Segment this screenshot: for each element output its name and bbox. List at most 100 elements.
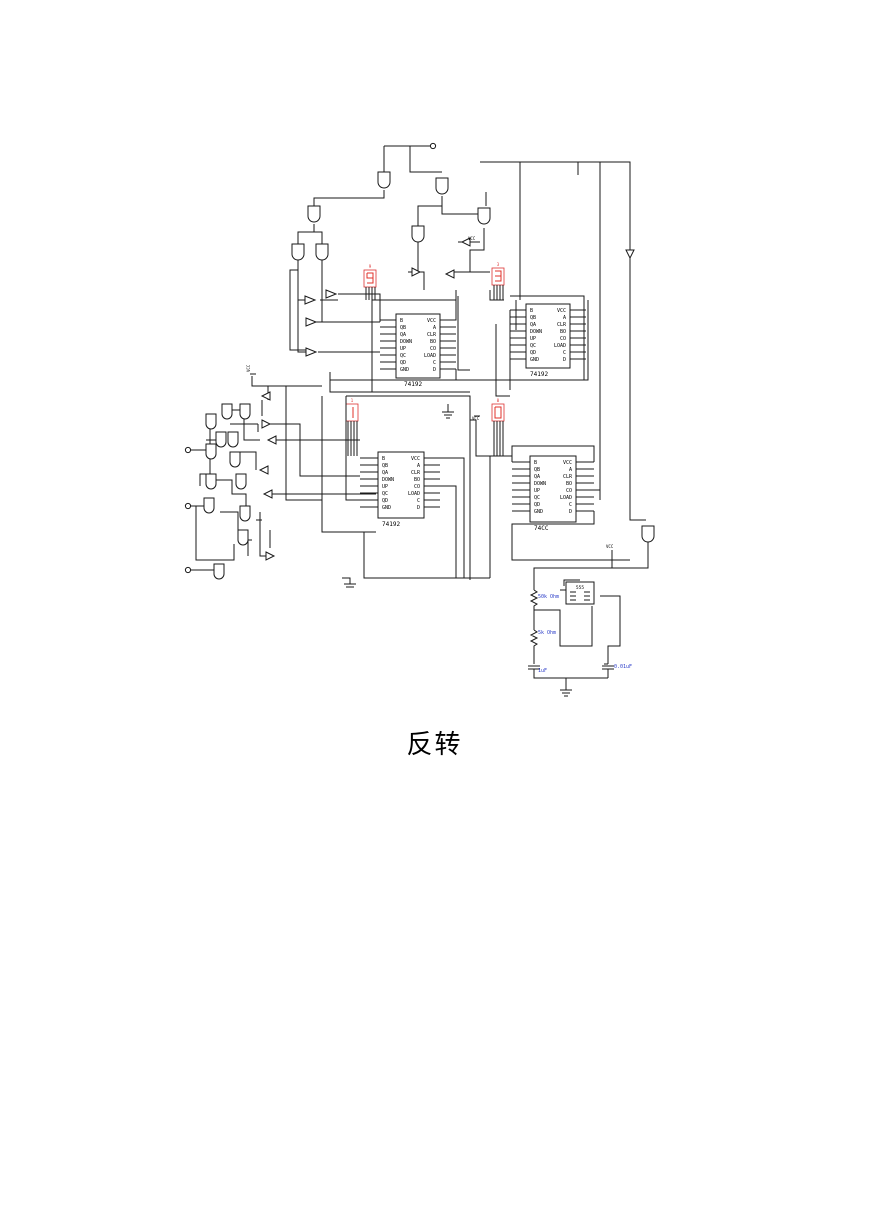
- figure-caption: 反转: [406, 730, 463, 760]
- buffer-gate: [260, 391, 271, 401]
- capacitor-c1-label: 1uF: [538, 668, 547, 674]
- svg-text:UP: UP: [400, 346, 406, 352]
- buffer-gate: [266, 435, 277, 445]
- resistor-r1-label: 50k Ohm: [538, 594, 559, 600]
- svg-text:VCC: VCC: [427, 318, 436, 324]
- display-digit: 3: [497, 262, 500, 267]
- and-gate: [239, 403, 251, 420]
- svg-text:VCC: VCC: [246, 364, 251, 372]
- svg-text:UP: UP: [530, 336, 536, 342]
- svg-text:GND: GND: [530, 357, 539, 363]
- svg-text:D: D: [569, 509, 572, 515]
- svg-text:GND: GND: [534, 509, 543, 515]
- timer-section: 555 50k Ohm 5k Ohm 1uF 0.01uF: [528, 550, 632, 697]
- svg-text:VCC: VCC: [563, 460, 572, 466]
- display-digit: 0: [497, 398, 500, 403]
- svg-text:QA: QA: [534, 474, 540, 480]
- buffer-gate: [258, 465, 269, 475]
- svg-text:QC: QC: [400, 353, 406, 359]
- buffer-gate: [444, 269, 455, 279]
- top-wiring: [289, 142, 631, 500]
- svg-text:GND: GND: [400, 367, 409, 373]
- svg-text:C: C: [569, 502, 572, 508]
- buffer-gate: [460, 237, 471, 247]
- resistor-r1: [529, 589, 539, 630]
- and-gate: [477, 207, 491, 225]
- svg-text:C: C: [417, 498, 420, 504]
- buffer-gate: [265, 551, 276, 561]
- svg-text:LOAD: LOAD: [560, 495, 572, 501]
- and-gate: [205, 413, 217, 430]
- resistor-r2-label: 5k Ohm: [538, 630, 556, 636]
- svg-text:QA: QA: [530, 322, 536, 328]
- svg-text:VCC: VCC: [472, 416, 480, 421]
- and-gate: [307, 205, 321, 223]
- svg-text:CO: CO: [560, 336, 566, 342]
- buffer-gate: [411, 267, 422, 277]
- svg-text:DOWN: DOWN: [530, 329, 542, 335]
- svg-text:GND: GND: [382, 505, 391, 511]
- svg-text:BO: BO: [414, 477, 420, 483]
- svg-text:VCC: VCC: [606, 544, 614, 549]
- svg-text:DOWN: DOWN: [400, 339, 412, 345]
- svg-text:QC: QC: [382, 491, 388, 497]
- svg-text:DOWN: DOWN: [382, 477, 394, 483]
- and-gate: [435, 177, 449, 195]
- buffer-gate: [261, 419, 272, 429]
- and-gate: [641, 525, 655, 543]
- and-gate: [377, 171, 391, 189]
- svg-text:CLR: CLR: [411, 470, 421, 476]
- svg-text:VCC: VCC: [411, 456, 420, 462]
- svg-text:QD: QD: [530, 350, 536, 356]
- svg-text:BO: BO: [566, 481, 572, 487]
- timer-555-chip: [565, 581, 595, 605]
- and-gate: [215, 431, 227, 448]
- input-terminal: [184, 566, 192, 574]
- ground-symbol: [560, 678, 572, 697]
- svg-text:QD: QD: [382, 498, 388, 504]
- svg-text:CLR: CLR: [563, 474, 573, 480]
- svg-text:CO: CO: [430, 346, 436, 352]
- svg-text:LOAD: LOAD: [424, 353, 436, 359]
- svg-text:QA: QA: [382, 470, 388, 476]
- buffer-gate: [262, 489, 273, 499]
- svg-text:VCC: VCC: [557, 308, 566, 314]
- and-gate: [203, 497, 215, 514]
- svg-text:UP: UP: [534, 488, 540, 494]
- svg-text:B: B: [382, 456, 385, 462]
- and-gate: [221, 403, 233, 420]
- and-gate: [237, 529, 249, 546]
- and-gate: [205, 443, 217, 460]
- svg-text:QD: QD: [400, 360, 406, 366]
- svg-text:QA: QA: [400, 332, 406, 338]
- svg-text:VCC: VCC: [468, 236, 476, 241]
- timer-label: 555: [576, 585, 584, 591]
- display-digit: 1: [351, 398, 354, 403]
- svg-text:QC: QC: [534, 495, 540, 501]
- svg-text:LOAD: LOAD: [554, 343, 566, 349]
- svg-text:A: A: [563, 315, 566, 321]
- svg-text:QB: QB: [400, 325, 406, 331]
- svg-text:C: C: [563, 350, 566, 356]
- counter-chip-u2: B QB QA DOWN UP QC QD GND VCC A CLR BO C…: [495, 303, 586, 397]
- svg-text:A: A: [417, 463, 420, 469]
- svg-text:D: D: [563, 357, 566, 363]
- svg-text:B: B: [534, 460, 537, 466]
- and-gate: [411, 225, 425, 243]
- svg-text:CO: CO: [566, 488, 572, 494]
- svg-text:QD: QD: [534, 502, 540, 508]
- svg-text:A: A: [433, 325, 436, 331]
- logic-gates-top: [291, 171, 655, 569]
- and-gate: [229, 451, 241, 468]
- and-gate: [235, 473, 247, 490]
- chip-part-number: 74CC: [534, 525, 549, 532]
- display-d3: 1: [345, 398, 359, 456]
- svg-text:C: C: [433, 360, 436, 366]
- buffer-gate: [325, 289, 338, 299]
- display-d2: 3: [491, 262, 505, 300]
- svg-text:QB: QB: [530, 315, 536, 321]
- output-terminal-top: [429, 142, 437, 150]
- chip-part-number: 74192: [404, 381, 422, 388]
- svg-text:LOAD: LOAD: [408, 491, 420, 497]
- vcc-labels: VCC VCC VCC VCC: [246, 236, 614, 549]
